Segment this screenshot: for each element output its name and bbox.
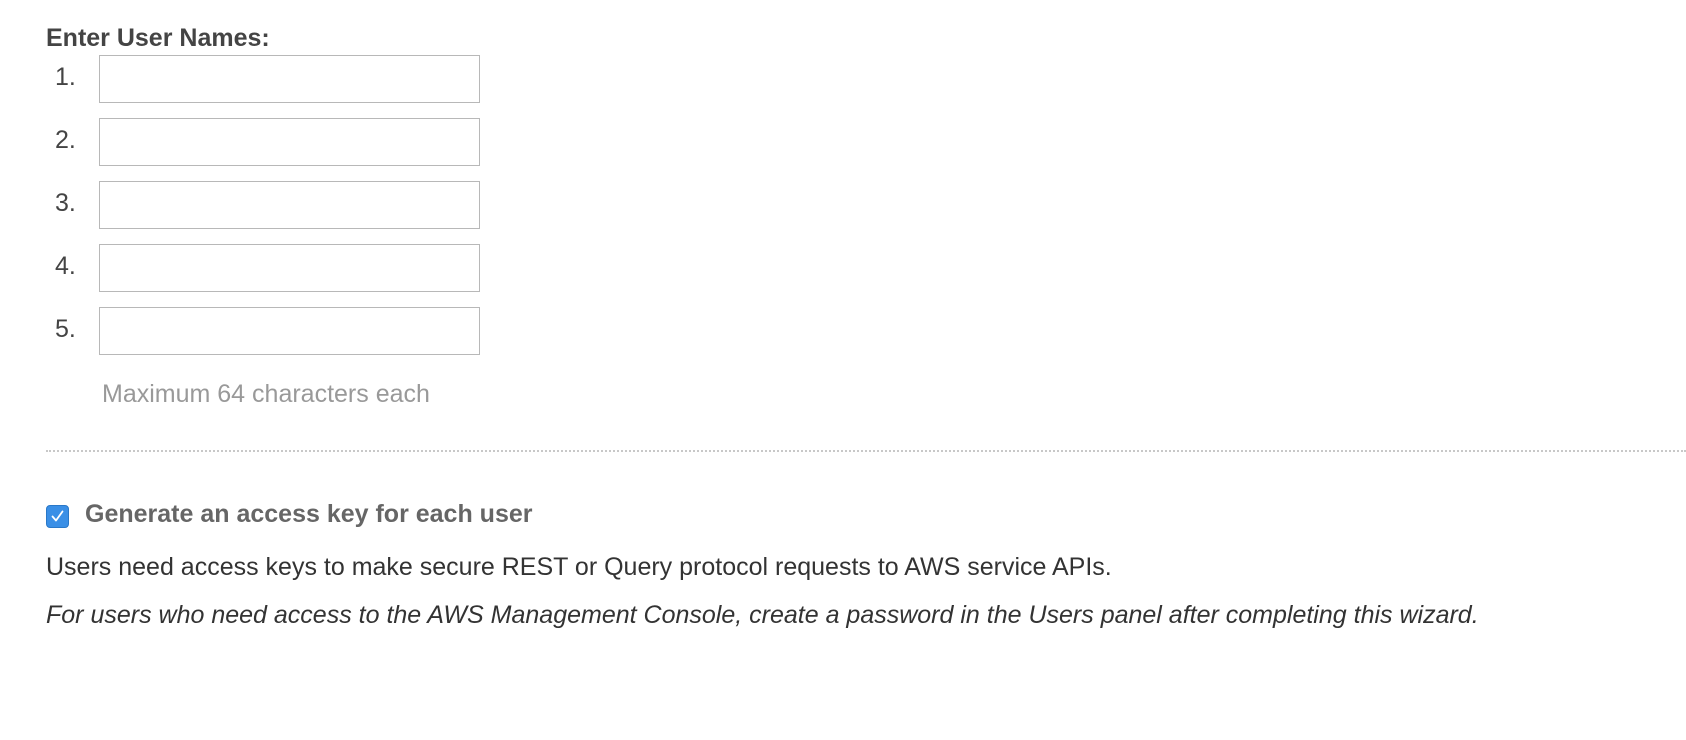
generate-access-key-checkbox[interactable] [46,505,69,528]
checkmark-icon [51,510,64,522]
row-number: 4. [55,252,76,280]
max-length-hint: Maximum 64 characters each [102,380,430,408]
row-number: 2. [55,126,76,154]
user-name-row-3: 3. [46,181,526,229]
row-number: 1. [55,63,76,91]
user-name-input-2[interactable] [99,118,480,166]
user-name-input-1[interactable] [99,55,480,103]
user-name-input-4[interactable] [99,244,480,292]
row-number: 5. [55,315,76,343]
user-name-input-3[interactable] [99,181,480,229]
access-key-description: Users need access keys to make secure RE… [46,553,1112,581]
generate-access-key-label[interactable]: Generate an access key for each user [85,500,533,528]
user-name-row-2: 2. [46,118,526,166]
user-name-input-5[interactable] [99,307,480,355]
row-number: 3. [55,189,76,217]
user-name-row-5: 5. [46,307,526,355]
user-names-heading: Enter User Names: [46,24,270,52]
console-password-note: For users who need access to the AWS Man… [46,601,1479,629]
user-name-row-1: 1. [46,55,526,103]
user-name-row-4: 4. [46,244,526,292]
section-divider [46,450,1686,452]
generate-access-key-option: Generate an access key for each user [46,498,846,532]
